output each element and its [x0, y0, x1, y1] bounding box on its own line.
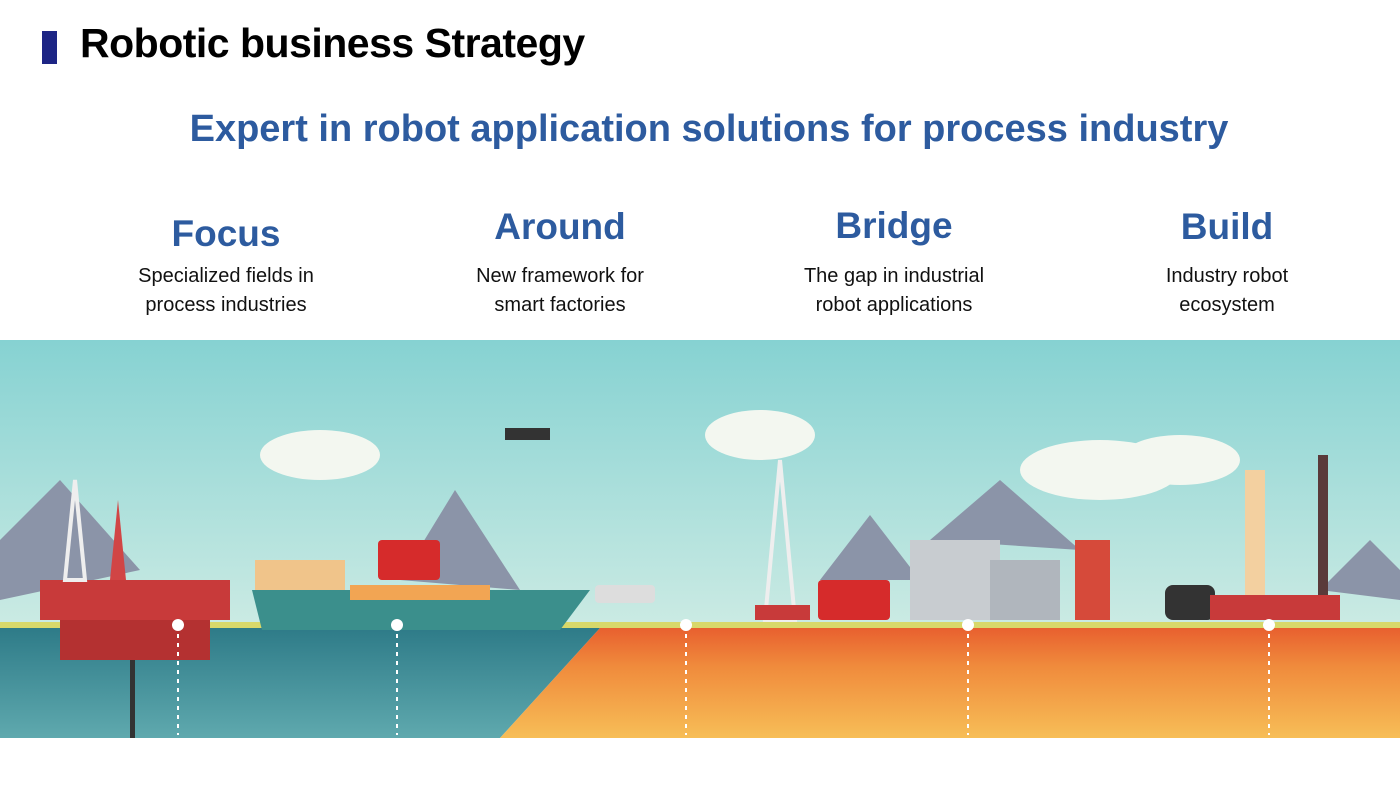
pillar-bridge: Bridge The gap in industrial robot applic…	[729, 204, 1059, 320]
pillar-desc-line1: New framework for	[476, 265, 644, 287]
pillar-desc-line2: robot applications	[815, 294, 973, 316]
pillar-build: Build Industry robot ecosystem	[1062, 205, 1392, 320]
timeline-markers	[177, 625, 1270, 735]
page-subtitle: Expert in robot application solutions fo…	[189, 108, 1229, 150]
clouds	[260, 410, 1240, 500]
shoreline	[0, 622, 1400, 628]
offshore-platform-icon	[40, 479, 230, 738]
derrick-icon	[755, 459, 810, 622]
storage-tank-icon	[910, 540, 1060, 620]
pillar-desc-line2: process industries	[145, 294, 307, 316]
industry-illustration	[0, 340, 1400, 738]
inspection-robot-icon	[378, 540, 1215, 620]
pillar-around: Around New framework for smart factories	[395, 205, 725, 320]
chimney-icon	[1075, 455, 1340, 620]
drone-icon	[505, 428, 550, 440]
marker-dots	[172, 619, 1275, 631]
pillar-desc-line1: Industry robot	[1165, 265, 1289, 287]
pillar-desc-line1: The gap in industrial	[803, 265, 985, 287]
pillar-heading: Around	[494, 206, 626, 247]
pillar-desc-line2: smart factories	[494, 294, 626, 316]
pillar-heading: Build	[1180, 206, 1274, 247]
pillar-desc-line2: ecosystem	[1179, 294, 1275, 316]
pillar-focus: Focus Specialized fields in process indus…	[61, 212, 391, 320]
ground	[500, 628, 1400, 738]
pillar-desc-line1: Specialized fields in	[138, 265, 314, 287]
pillar-heading: Focus	[171, 213, 281, 254]
page-title: Robotic business Strategy	[80, 20, 585, 66]
pillar-heading: Bridge	[835, 205, 953, 246]
title-accent-bar	[42, 31, 57, 64]
quadruped-robot-icon	[595, 585, 655, 603]
cargo-ship-icon	[252, 560, 590, 630]
